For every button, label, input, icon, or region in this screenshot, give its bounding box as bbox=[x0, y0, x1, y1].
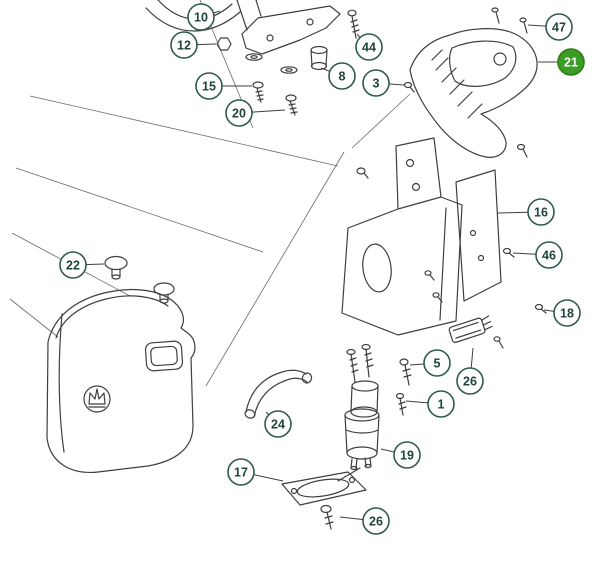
callout-1[interactable]: 1 bbox=[405, 390, 455, 418]
balloon-number: 24 bbox=[271, 418, 285, 432]
bushing-8-part bbox=[310, 45, 328, 71]
callout-44[interactable]: 44 bbox=[355, 33, 383, 61]
callout-18[interactable]: 18 bbox=[543, 299, 581, 327]
balloon-number: 16 bbox=[534, 206, 548, 220]
console-part bbox=[403, 7, 538, 158]
balloon-circle bbox=[423, 349, 451, 377]
balloon-number: 21 bbox=[564, 56, 578, 70]
screw-26-bottom-part bbox=[320, 504, 334, 530]
balloon-circle bbox=[535, 241, 563, 269]
balloon-circle bbox=[355, 33, 383, 61]
balloon-circle bbox=[427, 390, 455, 418]
small-screws-mid bbox=[424, 247, 547, 349]
callout-15[interactable]: 15 bbox=[195, 72, 252, 100]
balloon-number: 18 bbox=[560, 307, 574, 321]
crown-logo-icon bbox=[88, 388, 106, 405]
bolt-44-part bbox=[347, 9, 360, 39]
nut-12-part bbox=[216, 37, 232, 51]
callout-5[interactable]: 5 bbox=[409, 349, 451, 377]
balloon-number: 15 bbox=[202, 80, 216, 94]
plug-22-part bbox=[104, 255, 175, 304]
balloon-circle bbox=[328, 62, 356, 90]
balloon-number: 17 bbox=[234, 466, 248, 480]
balloon-number: 20 bbox=[232, 107, 246, 121]
connector-26-part bbox=[448, 315, 493, 343]
callout-21[interactable]: 21 bbox=[538, 48, 585, 76]
base-plate-17-part bbox=[281, 467, 367, 506]
fuel-pump-19-part bbox=[344, 343, 380, 471]
washer-part bbox=[280, 66, 298, 74]
balloon-circle bbox=[527, 198, 555, 226]
balloon-number: 26 bbox=[463, 375, 477, 389]
callout-12[interactable]: 12 bbox=[170, 31, 217, 59]
balloon-circle bbox=[553, 299, 581, 327]
washer-part bbox=[245, 53, 263, 61]
balloon-number: 26 bbox=[369, 515, 383, 529]
screw-5-part bbox=[399, 358, 412, 386]
callout-24[interactable]: 24 bbox=[264, 410, 292, 438]
balloon-number: 10 bbox=[194, 11, 208, 25]
construction-lines bbox=[9, 0, 411, 387]
callout-16[interactable]: 16 bbox=[497, 198, 555, 226]
screw-1-part bbox=[395, 392, 407, 416]
hose-24-part bbox=[244, 369, 313, 419]
balloon-circle bbox=[456, 367, 484, 395]
tower-bracket-part bbox=[341, 137, 502, 336]
callout-17[interactable]: 17 bbox=[227, 458, 284, 486]
balloon-circle bbox=[393, 441, 421, 469]
balloon-circle bbox=[225, 99, 253, 127]
balloon-number: 3 bbox=[373, 77, 380, 91]
balloon-circle bbox=[170, 31, 198, 59]
callout-26a[interactable]: 26 bbox=[456, 347, 484, 395]
callout-8[interactable]: 8 bbox=[320, 62, 356, 90]
balloon-circle bbox=[59, 251, 87, 279]
callout-19[interactable]: 19 bbox=[380, 441, 421, 469]
balloon-number: 44 bbox=[362, 41, 376, 55]
balloon-circle bbox=[187, 3, 215, 31]
balloon-circle bbox=[545, 13, 573, 41]
callout-10[interactable]: 10 bbox=[187, 3, 221, 31]
callout-47[interactable]: 47 bbox=[527, 13, 573, 41]
callout-3[interactable]: 3 bbox=[362, 69, 405, 97]
balloon-number: 19 bbox=[400, 449, 414, 463]
body-panel-part bbox=[46, 288, 196, 474]
balloon-number: 8 bbox=[339, 70, 346, 84]
balloon-number: 12 bbox=[177, 39, 191, 53]
callout-46[interactable]: 46 bbox=[512, 241, 563, 269]
balloon-number: 22 bbox=[66, 259, 80, 273]
balloon-circle bbox=[227, 458, 255, 486]
callout-22[interactable]: 22 bbox=[59, 251, 105, 279]
balloon-number: 46 bbox=[542, 249, 556, 263]
balloon-circle bbox=[362, 507, 390, 535]
balloon-circle bbox=[195, 72, 223, 100]
balloon-number: 47 bbox=[552, 21, 566, 35]
balloon-circle bbox=[264, 410, 292, 438]
balloon-number: 1 bbox=[438, 398, 445, 412]
screw-15-part bbox=[252, 81, 264, 103]
screw-20-part bbox=[285, 94, 298, 116]
balloon-circle bbox=[362, 69, 390, 97]
mounting-bracket-part bbox=[236, 0, 341, 55]
callout-26b[interactable]: 26 bbox=[339, 507, 390, 535]
balloon-number: 5 bbox=[434, 357, 441, 371]
line-art bbox=[46, 0, 547, 530]
balloon-circle bbox=[557, 48, 585, 76]
callout-20[interactable]: 20 bbox=[225, 99, 286, 127]
